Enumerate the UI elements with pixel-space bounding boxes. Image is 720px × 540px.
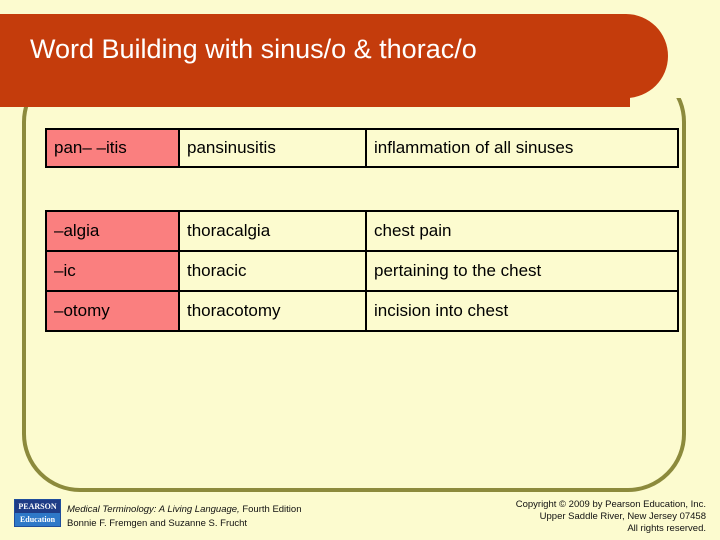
copyright-line-3: All rights reserved.: [627, 523, 706, 534]
table-row: –otomy thoracotomy incision into chest: [45, 290, 679, 332]
pearson-education-logo: PEARSON Education: [14, 499, 61, 527]
definition-cell: chest pain: [365, 210, 679, 252]
book-edition: Fourth Edition: [239, 504, 302, 515]
term-cell: thoracic: [178, 250, 367, 292]
table-row: pan– –itis pansinusitis inflammation of …: [45, 128, 679, 168]
table-row: –ic thoracic pertaining to the chest: [45, 250, 679, 292]
suffix-cell: –otomy: [45, 290, 180, 332]
title-banner: [0, 14, 668, 98]
definition-cell: inflammation of all sinuses: [365, 128, 679, 168]
page-title: Word Building with sinus/o & thorac/o: [30, 34, 477, 64]
copyright-line-2: Upper Saddle River, New Jersey 07458: [539, 511, 706, 522]
definition-cell: incision into chest: [365, 290, 679, 332]
term-cell: thoracotomy: [178, 290, 367, 332]
logo-education-text: Education: [15, 513, 60, 526]
book-title: Medical Terminology: A Living Language,: [67, 504, 240, 515]
term-cell: pansinusitis: [178, 128, 367, 168]
copyright-line-1: Copyright © 2009 by Pearson Education, I…: [515, 499, 706, 510]
suffix-cell: –algia: [45, 210, 180, 252]
copyright-notice: Copyright © 2009 by Pearson Education, I…: [516, 499, 706, 535]
table-row: –algia thoracalgia chest pain: [45, 210, 679, 252]
book-authors: Bonnie F. Fremgen and Suzanne S. Frucht: [67, 518, 248, 529]
suffix-cell: pan– –itis: [45, 128, 180, 168]
logo-pearson-text: PEARSON: [15, 500, 60, 513]
word-building-table-thorac: –algia thoracalgia chest pain –ic thorac…: [45, 210, 679, 332]
word-building-table-sinus: pan– –itis pansinusitis inflammation of …: [45, 128, 679, 168]
term-cell: thoracalgia: [178, 210, 367, 252]
suffix-cell: –ic: [45, 250, 180, 292]
book-title-line: Medical Terminology: A Living Language, …: [67, 503, 302, 517]
definition-cell: pertaining to the chest: [365, 250, 679, 292]
book-credit: Medical Terminology: A Living Language, …: [67, 503, 302, 531]
